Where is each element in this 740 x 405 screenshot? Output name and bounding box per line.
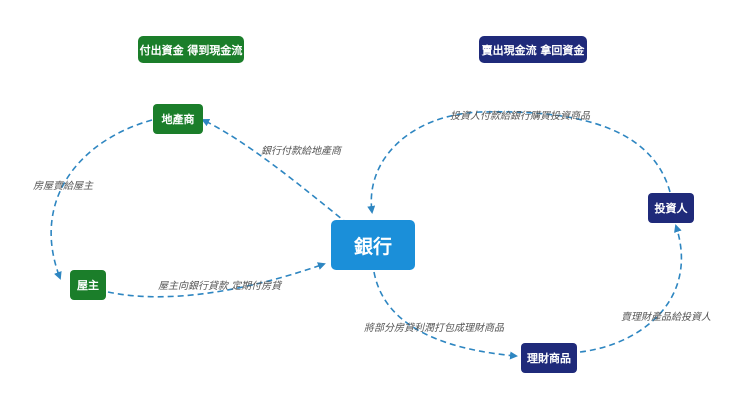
- label-bank-to-product: 將部分房貸利潤打包成理財商品: [364, 323, 504, 334]
- label-investor-to-bank: 投資人付款給銀行購買投資商品: [450, 111, 590, 122]
- node-developer: 地產商: [153, 104, 203, 134]
- node-investor: 投資人: [648, 193, 694, 223]
- arrow-bank-to-product: [373, 271, 518, 360]
- arrow-developer-to-homeowner: [50, 119, 153, 280]
- node-product: 理財商品: [521, 343, 577, 373]
- label-bank-to-developer: 銀行付款給地產商: [261, 146, 341, 157]
- label-developer-to-homeowner: 房屋賣給屋主: [33, 181, 93, 192]
- arrow-bank-to-developer: [201, 118, 349, 225]
- node-bank: 銀行: [331, 220, 415, 270]
- arrow-investor-to-bank: [367, 110, 671, 214]
- arrow-homeowner-to-bank: [107, 262, 326, 298]
- node-homeowner: 屋主: [70, 270, 106, 300]
- label-product-to-investor: 賣理財產品給投資人: [621, 312, 711, 323]
- header-right: 賣出現金流 拿回資金: [479, 36, 587, 63]
- header-left: 付出資金 得到現金流: [138, 36, 244, 63]
- label-homeowner-to-bank: 屋主向銀行貸款 定期付房貸: [158, 281, 282, 292]
- arrow-product-to-investor: [579, 224, 683, 353]
